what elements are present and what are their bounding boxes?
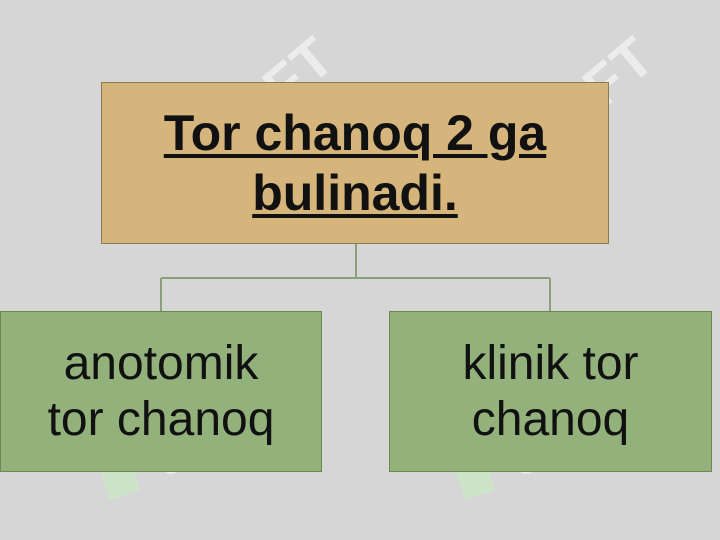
root-line-1: Tor chanoq 2 ga (163, 105, 547, 161)
child-left-line-2: tor chanoq (47, 392, 275, 446)
child-node-text: klinik tor chanoq (462, 336, 638, 448)
root-node-text: Tor chanoq 2 ga bulinadi. (164, 103, 546, 223)
child-node-text: anotomik tor chanoq (48, 336, 275, 448)
child-right-line-2: chanoq (471, 392, 630, 446)
child-node-anatomic: anotomik tor chanoq (0, 311, 322, 472)
child-node-clinical: klinik tor chanoq (389, 311, 712, 472)
root-node: Tor chanoq 2 ga bulinadi. (101, 82, 609, 244)
child-left-line-1: anotomik (63, 336, 259, 390)
child-right-line-1: klinik tor (462, 336, 639, 390)
root-line-2: bulinadi. (252, 165, 458, 221)
